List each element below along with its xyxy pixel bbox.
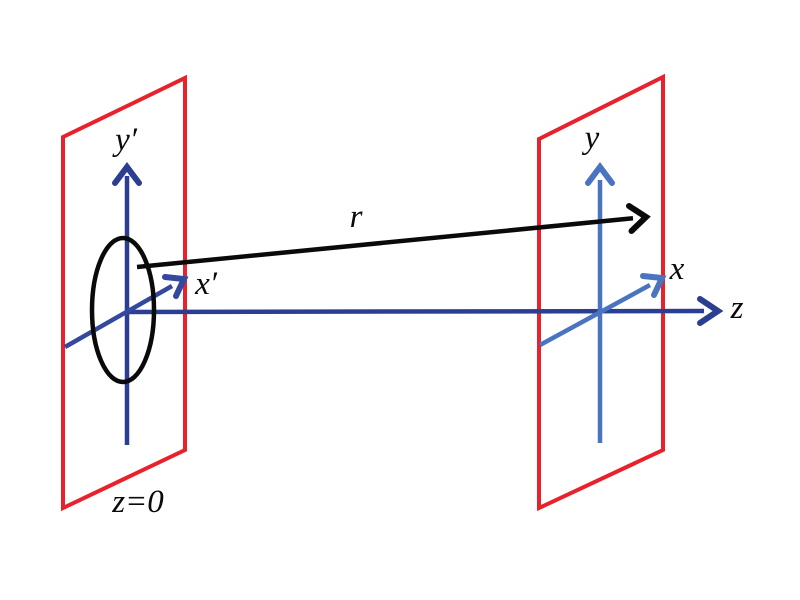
observation-y-axis-label: y (582, 120, 600, 156)
observation-plane (537, 73, 665, 512)
observation-x-axis-line (538, 283, 652, 347)
source-plane-outline (61, 74, 187, 512)
observation-x-axis-arrowhead-icon (640, 273, 667, 298)
source-y-axis-arrowhead-icon (112, 162, 142, 186)
z-axis-label: z (730, 290, 744, 326)
source-plane-axes (63, 162, 189, 445)
source-x-axis-arrowhead-icon (162, 274, 189, 299)
source-plane-label: z=0 (111, 484, 164, 520)
source-y-axis-label: y′ (112, 122, 138, 158)
r-vector-arrowhead-icon (626, 203, 651, 234)
source-plane (61, 74, 187, 512)
r-vector-label: r (350, 199, 363, 235)
source-x-axis-label: x′ (194, 266, 218, 302)
z-axis (126, 296, 724, 326)
aperture-ellipse (89, 235, 157, 385)
z-axis-line (126, 308, 705, 315)
observation-plane-outline (537, 73, 665, 512)
observation-y-axis-arrowhead-icon (585, 162, 615, 186)
r-vector-line (136, 216, 634, 270)
z-axis-arrowhead-icon (697, 296, 724, 326)
r-vector (136, 203, 651, 270)
observation-plane-axes (538, 162, 667, 443)
observation-x-axis-label: x (669, 251, 685, 287)
